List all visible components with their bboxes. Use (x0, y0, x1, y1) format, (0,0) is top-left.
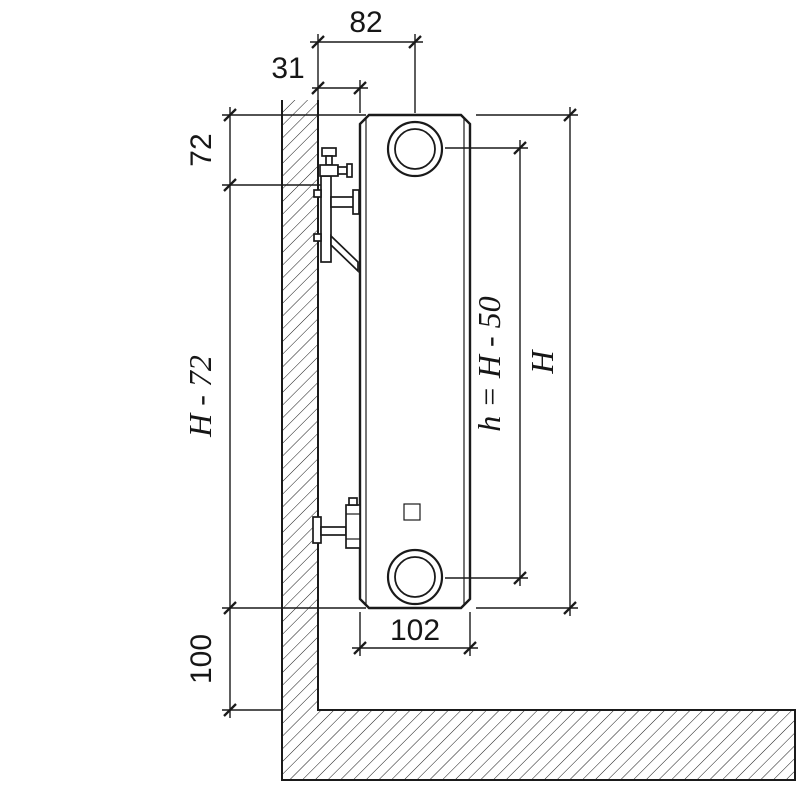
dim-31-label: 31 (271, 52, 304, 85)
tick (223, 108, 237, 122)
dim-h-label: h = H - 50 (471, 296, 507, 431)
bracket-plate (345, 504, 361, 549)
mounting-bracket-top (313, 147, 360, 273)
top-connection-outer (386, 120, 444, 178)
tick (353, 81, 367, 95)
bracket-rail (320, 175, 332, 263)
drain-stem (320, 526, 347, 536)
tick (563, 601, 577, 615)
dim-82-label: 82 (349, 6, 382, 39)
mounting-bracket-bottom (312, 497, 361, 549)
dim-H: H (476, 107, 578, 616)
dim-h-H-50: h = H - 50 (445, 140, 528, 586)
bottom-connection-outer (386, 548, 444, 606)
bracket-brace (330, 234, 359, 273)
tick (223, 703, 237, 717)
valve-body (319, 164, 339, 177)
wall-screw-lower (313, 233, 322, 242)
drain-cap (312, 516, 322, 544)
wall-screw-upper (313, 189, 322, 198)
tick (408, 35, 422, 49)
bracket-plate-nub (348, 497, 358, 506)
dim-H-label: H (524, 349, 560, 375)
top-connection-inner (394, 128, 436, 170)
bracket-prong-tip (352, 189, 360, 215)
tick (311, 35, 325, 49)
dim-left-chain: 72 H - 72 100 (182, 107, 366, 718)
radiator (358, 113, 472, 610)
dim-102-label: 102 (390, 614, 440, 647)
valve-outlet (337, 166, 348, 175)
tick (463, 641, 477, 655)
dim-72-label: 72 (185, 133, 218, 166)
tick (311, 81, 325, 95)
bottom-connection-inner (394, 556, 436, 598)
valve-cap (346, 163, 353, 178)
vent-square (403, 503, 421, 521)
wall-floor-hatch (282, 100, 795, 780)
tick (223, 178, 237, 192)
dim-82: 82 (310, 6, 423, 113)
bracket-prong (330, 196, 355, 208)
dim-31: 31 (271, 52, 368, 113)
tick (563, 108, 577, 122)
tick (223, 601, 237, 615)
valve-handle (321, 147, 337, 157)
dim-100-label: 100 (185, 634, 218, 684)
dim-H-72-label: H - 72 (182, 355, 218, 438)
valve-stem (325, 155, 333, 166)
tick (513, 571, 527, 585)
radiator-body (358, 113, 472, 610)
tick (513, 141, 527, 155)
dim-102: 102 (352, 612, 478, 656)
tick (353, 641, 367, 655)
